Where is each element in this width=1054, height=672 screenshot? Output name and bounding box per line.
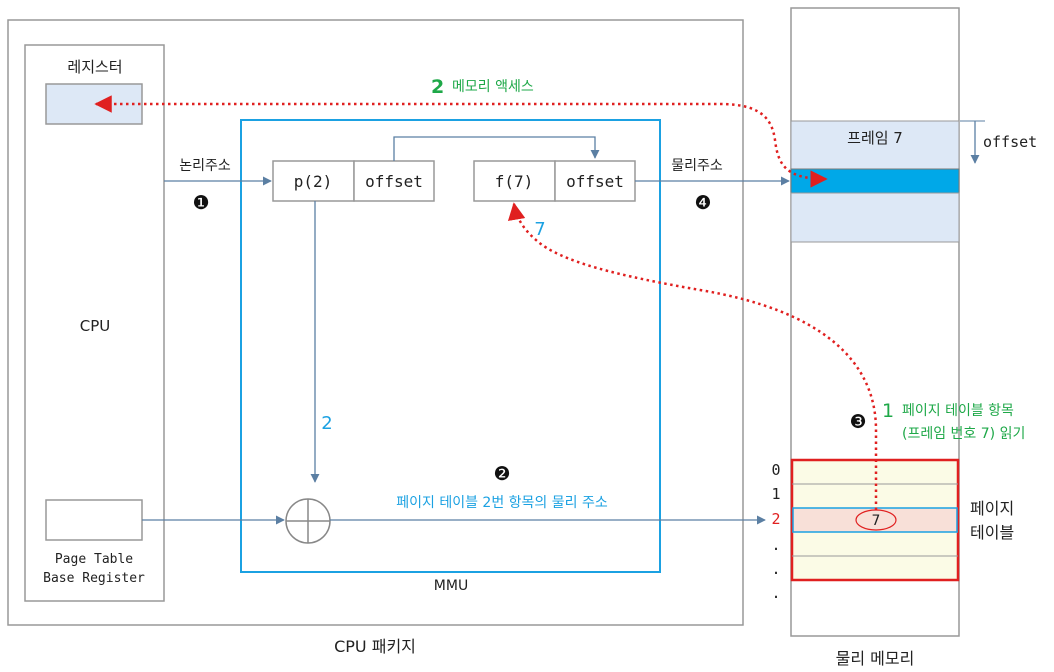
- offset-field-in: offset: [365, 172, 423, 191]
- step-marker-4: ❹: [694, 192, 711, 214]
- entry-address-text: 페이지 테이블 2번 항목의 물리 주소: [396, 495, 608, 511]
- offset-field-out: offset: [566, 172, 624, 191]
- memory-access-path: [94, 95, 828, 188]
- mmu-label: MMU: [434, 578, 468, 594]
- physical-memory-label: 물리 메모리: [836, 649, 915, 668]
- cpu-package-box: [7, 19, 744, 626]
- ptbr-label-line1: Page Table: [55, 552, 133, 567]
- pt-index-0: 0: [771, 461, 780, 479]
- cpu-label: CPU: [80, 317, 111, 335]
- step2-text: 메모리 액세스: [452, 79, 534, 95]
- frame-field: f(7): [495, 172, 534, 191]
- step2-number: 2: [431, 76, 444, 98]
- cpu-package-label: CPU 패키지: [334, 637, 416, 656]
- frame7-label: 프레임 7: [847, 129, 903, 147]
- page-field: p(2): [294, 172, 333, 191]
- frame7-body: [790, 192, 960, 243]
- pt-dot-3: .: [771, 584, 780, 602]
- step-marker-3: ❸: [849, 411, 866, 433]
- ptbr-label-line2: Base Register: [43, 571, 145, 586]
- page-table-label-line1: 페이지: [970, 499, 1014, 518]
- pt-dot-1: .: [771, 536, 780, 554]
- step1-text-line2: (프레임 번호 7) 읽기: [902, 426, 1025, 442]
- physical-address-label: 물리주소: [671, 158, 723, 174]
- accessed-word: [790, 168, 960, 194]
- pt-dot-2: .: [771, 560, 780, 578]
- logical-address-label: 논리주소: [179, 158, 231, 174]
- register-label: 레지스터: [67, 58, 122, 76]
- pt-index-1: 1: [771, 485, 780, 503]
- offset-copy-arrow: [393, 136, 600, 161]
- pt-entry-value: 7: [872, 513, 881, 529]
- step-marker-2: ❷: [493, 463, 510, 485]
- ptbr-box: [45, 499, 143, 541]
- cpu-box: [24, 44, 165, 602]
- page-number-value: 2: [321, 413, 332, 434]
- step1-text-line1: 페이지 테이블 항목: [902, 403, 1014, 419]
- step1-number: 1: [882, 400, 894, 422]
- offset-side-label: offset: [983, 133, 1037, 151]
- pt-index-2: 2: [771, 510, 780, 528]
- frame-number-value: 7: [534, 219, 545, 240]
- step-marker-1: ❶: [192, 192, 209, 214]
- page-table-label-line2: 테이블: [970, 523, 1014, 542]
